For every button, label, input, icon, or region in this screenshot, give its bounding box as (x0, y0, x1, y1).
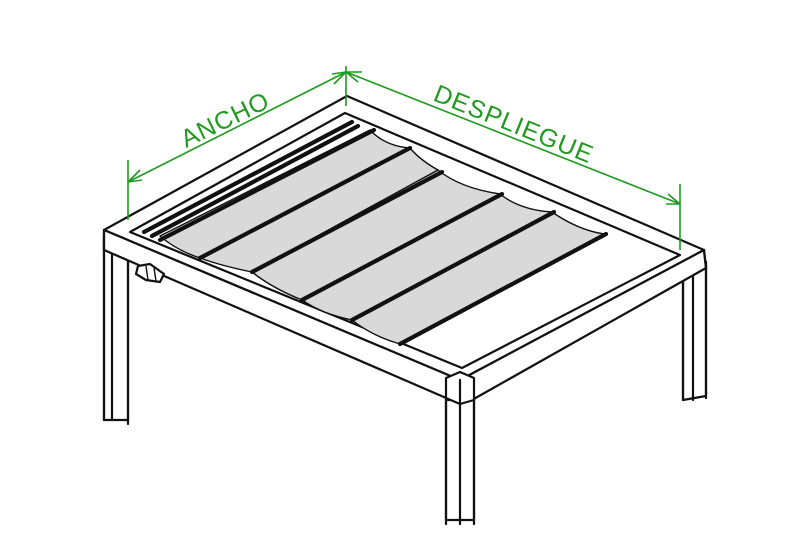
rail-4 (197, 145, 413, 261)
rail-2 (149, 123, 361, 239)
fabric-canopy (159, 129, 605, 345)
deployment-arrow-line (345, 71, 681, 205)
roller-housing (134, 262, 166, 284)
support-rails (141, 119, 609, 347)
back-right-post (681, 260, 708, 402)
back-left-post (102, 234, 130, 426)
rail-5 (249, 169, 445, 275)
width-arrow-line (127, 71, 347, 183)
rail-8 (397, 231, 609, 347)
front-corner (444, 370, 476, 406)
front-left-post (444, 394, 476, 526)
rail-1 (141, 119, 355, 235)
rail-3 (157, 127, 377, 243)
rail-6 (299, 191, 505, 303)
rail-7 (349, 209, 557, 323)
